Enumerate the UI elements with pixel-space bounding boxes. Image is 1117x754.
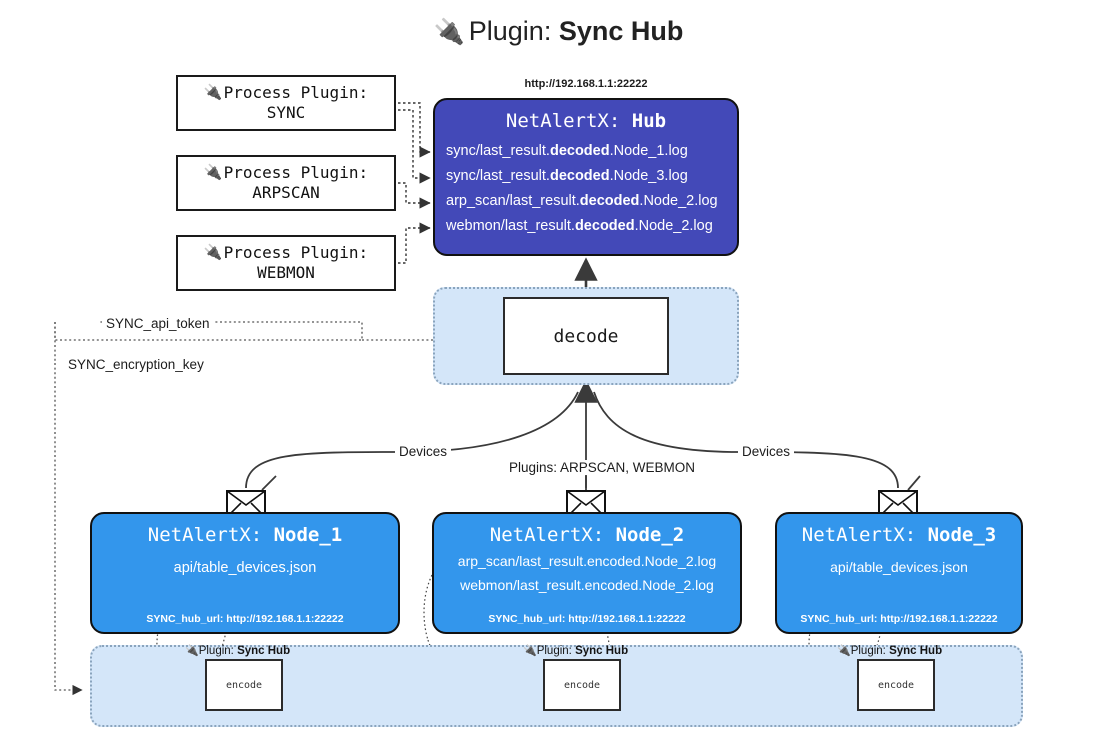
hub-url-label: http://192.168.1.1:22222 (524, 78, 648, 90)
encode-box[interactable]: encode (205, 659, 283, 711)
encoder-group-node-1: 🔌Plugin: Sync Hub encode (183, 644, 290, 711)
hub-file-row: webmon/last_result.decoded.Node_2.log (435, 214, 737, 239)
plug-icon: 🔌 (433, 18, 465, 46)
encoder-caption-prefix: Plugin: (536, 645, 576, 657)
process-plugin-box-webmon[interactable]: 🔌 Process Plugin: WEBMON (176, 235, 396, 291)
hub-file-pre: sync/last_result. (446, 143, 550, 159)
process-plugin-name: WEBMON (257, 263, 315, 282)
hub-file-pre: arp_scan/last_result. (446, 192, 580, 209)
node-file-row: api/table_devices.json (830, 559, 968, 575)
node-file-row: arp_scan/last_result.encoded.Node_2.log (457, 553, 717, 569)
plug-icon: 🔌 (203, 164, 223, 182)
hub-file-pre: sync/last_result. (446, 167, 550, 184)
node-title-name: Node_2 (615, 524, 685, 546)
encoder-caption: 🔌Plugin: Sync Hub (183, 644, 290, 657)
process-plugin-header: Process Plugin: (223, 163, 369, 183)
encoder-caption-name: Sync Hub (889, 645, 943, 657)
hub-file-mid: decoded (549, 167, 610, 184)
label-plugins-center: Plugins: ARPSCAN, WEBMON (505, 460, 700, 475)
node-title: NetAlertX: Node_2 (434, 524, 740, 546)
process-plugin-header: Process Plugin: (223, 243, 369, 263)
node-title-prefix: NetAlertX: (801, 524, 928, 546)
decode-box[interactable]: decode (503, 297, 669, 375)
node-hub-url: SYNC_hub_url: http://192.168.1.1:22222 (800, 613, 998, 625)
node-file-row: api/table_devices.json (173, 560, 317, 576)
plug-icon: 🔌 (203, 244, 223, 262)
node-title-name: Node_3 (927, 524, 997, 546)
encoder-group-node-3: 🔌Plugin: Sync Hub encode (835, 644, 942, 711)
encoder-caption: 🔌Plugin: Sync Hub (835, 644, 942, 657)
hub-node[interactable]: NetAlertX: Hub sync/last_result.decoded.… (433, 98, 739, 256)
node-box-node-2[interactable]: NetAlertX: Node_2 arp_scan/last_result.e… (432, 512, 742, 634)
hub-file-row: arp_scan/last_result.decoded.Node_2.log (435, 189, 737, 214)
plug-icon: 🔌 (837, 645, 851, 657)
process-plugin-box-arpscan[interactable]: 🔌 Process Plugin: ARPSCAN (176, 155, 396, 211)
process-plugin-header: Process Plugin: (223, 83, 369, 103)
node-file-list: api/table_devices.json (92, 556, 398, 581)
hub-file-post: .Node_2.log (634, 217, 713, 234)
node-box-node-1[interactable]: NetAlertX: Node_1 api/table_devices.json… (90, 512, 400, 634)
hub-file-pre: webmon/last_result. (446, 217, 575, 234)
process-plugin-name: ARPSCAN (252, 183, 320, 202)
node-title-prefix: NetAlertX: (147, 524, 274, 546)
hub-title-prefix: NetAlertX: (505, 110, 632, 132)
page-title-prefix: Plugin: (468, 16, 559, 46)
label-devices-left: Devices (395, 444, 452, 459)
hub-file-post: .Node_1.log (609, 143, 688, 159)
hub-file-post: .Node_2.log (639, 192, 718, 209)
node-hub-url: SYNC_hub_url: http://192.168.1.1:22222 (488, 613, 686, 625)
encoder-caption: 🔌Plugin: Sync Hub (521, 644, 628, 657)
hub-title: NetAlertX: Hub (435, 110, 737, 132)
label-devices-right: Devices (738, 444, 795, 459)
node-box-node-3[interactable]: NetAlertX: Node_3 api/table_devices.json… (775, 512, 1023, 634)
node-file-row: webmon/last_result.encoded.Node_2.log (460, 576, 714, 593)
hub-file-post: .Node_3.log (609, 167, 688, 184)
encoder-caption-prefix: Plugin: (198, 645, 238, 657)
hub-file-row: sync/last_result.decoded.Node_1.log (435, 139, 737, 164)
encoder-caption-name: Sync Hub (575, 645, 629, 657)
page-title: 🔌Plugin: Sync Hub (0, 16, 1117, 47)
node-title: NetAlertX: Node_1 (92, 524, 398, 546)
hub-file-row: sync/last_result.decoded.Node_3.log (435, 164, 737, 189)
label-sync-api-token: SYNC_api_token (102, 316, 214, 331)
hub-file-mid: decoded (549, 143, 610, 159)
process-plugin-name: SYNC (266, 103, 306, 122)
encoder-caption-name: Sync Hub (237, 645, 291, 657)
node-hub-url: SYNC_hub_url: http://192.168.1.1:22222 (146, 613, 344, 625)
encoder-group-node-2: 🔌Plugin: Sync Hub encode (521, 644, 628, 711)
encode-box[interactable]: encode (543, 659, 621, 711)
encoder-caption-prefix: Plugin: (850, 645, 890, 657)
hub-file-mid: decoded (574, 217, 635, 234)
node-title-prefix: NetAlertX: (489, 524, 616, 546)
page-title-name: Sync Hub (558, 16, 684, 46)
hub-title-name: Hub (631, 110, 667, 132)
process-plugin-box-sync[interactable]: 🔌 Process Plugin: SYNC (176, 75, 396, 131)
plug-icon: 🔌 (203, 84, 223, 102)
hub-file-mid: decoded (579, 192, 640, 209)
encode-box[interactable]: encode (857, 659, 935, 711)
node-file-list: api/table_devices.json (777, 556, 1021, 580)
plug-icon: 🔌 (185, 645, 199, 657)
plug-icon: 🔌 (523, 645, 537, 657)
label-sync-encryption-key: SYNC_encryption_key (64, 357, 208, 372)
node-file-list: arp_scan/last_result.encoded.Node_2.log … (434, 550, 740, 598)
node-title: NetAlertX: Node_3 (777, 524, 1021, 546)
node-title-name: Node_1 (273, 524, 343, 546)
